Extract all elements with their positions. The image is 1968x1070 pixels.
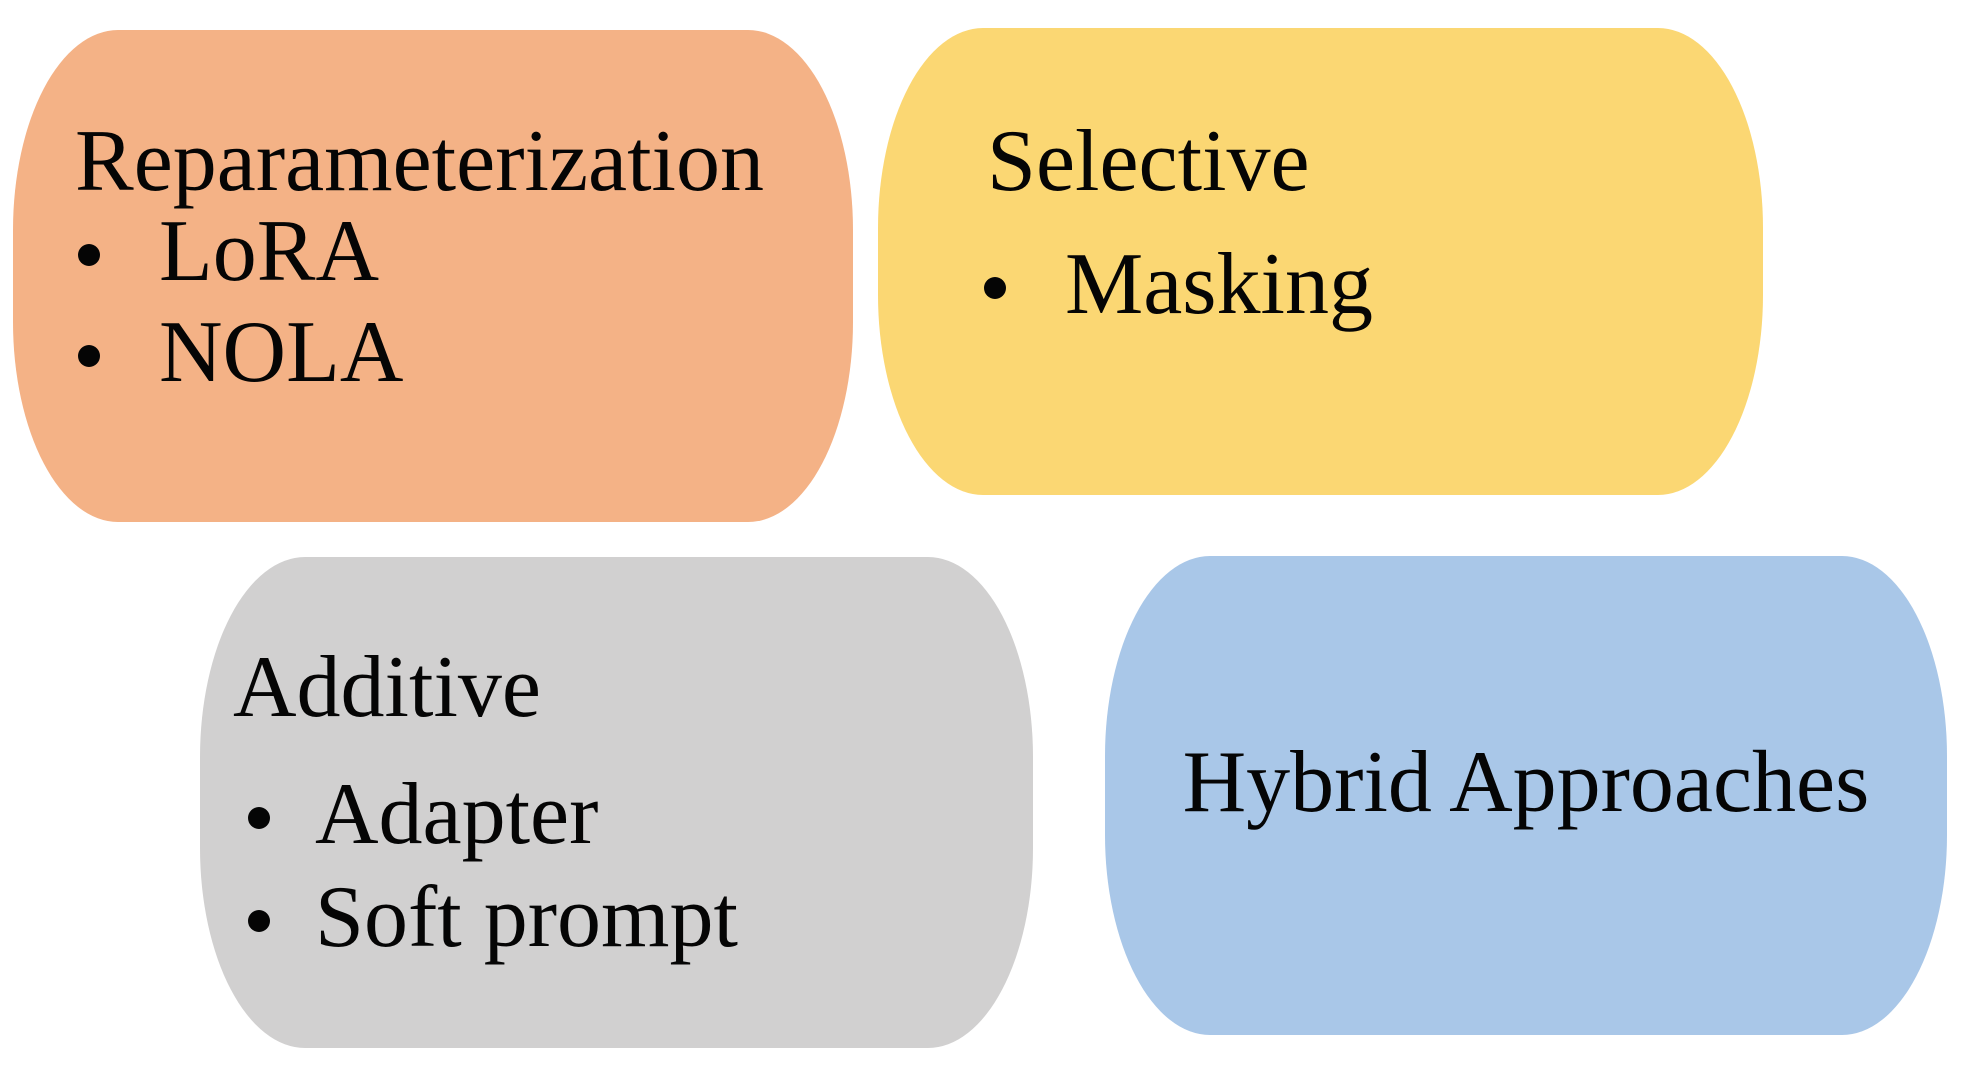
bullet-label-nola: NOLA xyxy=(159,304,404,401)
category-box-hybrid-approaches: Hybrid Approaches xyxy=(1105,556,1947,1035)
box-title-hybrid-approaches: Hybrid Approaches xyxy=(1182,733,1870,831)
bullet-dot xyxy=(984,277,1006,299)
bullet-dot xyxy=(78,345,100,367)
box-title-selective: Selective xyxy=(987,113,1310,210)
bullet-item: Adapter xyxy=(248,770,1033,860)
bullet-list: LoRA NOLA xyxy=(13,207,853,398)
category-box-additive: Additive Adapter Soft prompt xyxy=(200,557,1033,1048)
bullet-label-adapter: Adapter xyxy=(315,766,599,863)
bullet-label-masking: Masking xyxy=(1065,236,1373,333)
bullet-item: Soft prompt xyxy=(248,873,1033,963)
box-title-additive: Additive xyxy=(233,639,541,736)
bullet-item: NOLA xyxy=(78,308,853,398)
category-box-reparameterization: Reparameterization LoRA NOLA xyxy=(13,30,853,522)
bullet-dot xyxy=(248,807,270,829)
bullet-item: LoRA xyxy=(78,207,853,297)
bullet-label-soft-prompt: Soft prompt xyxy=(315,869,738,966)
box-title-reparameterization: Reparameterization xyxy=(75,113,764,210)
bullet-dot xyxy=(248,910,270,932)
category-box-selective: Selective Masking xyxy=(878,28,1763,495)
bullet-list: Masking xyxy=(878,240,1763,330)
bullet-list: Adapter Soft prompt xyxy=(200,770,1033,963)
bullet-dot xyxy=(78,244,100,266)
bullet-label-lora: LoRA xyxy=(159,203,379,300)
bullet-item: Masking xyxy=(984,240,1763,330)
